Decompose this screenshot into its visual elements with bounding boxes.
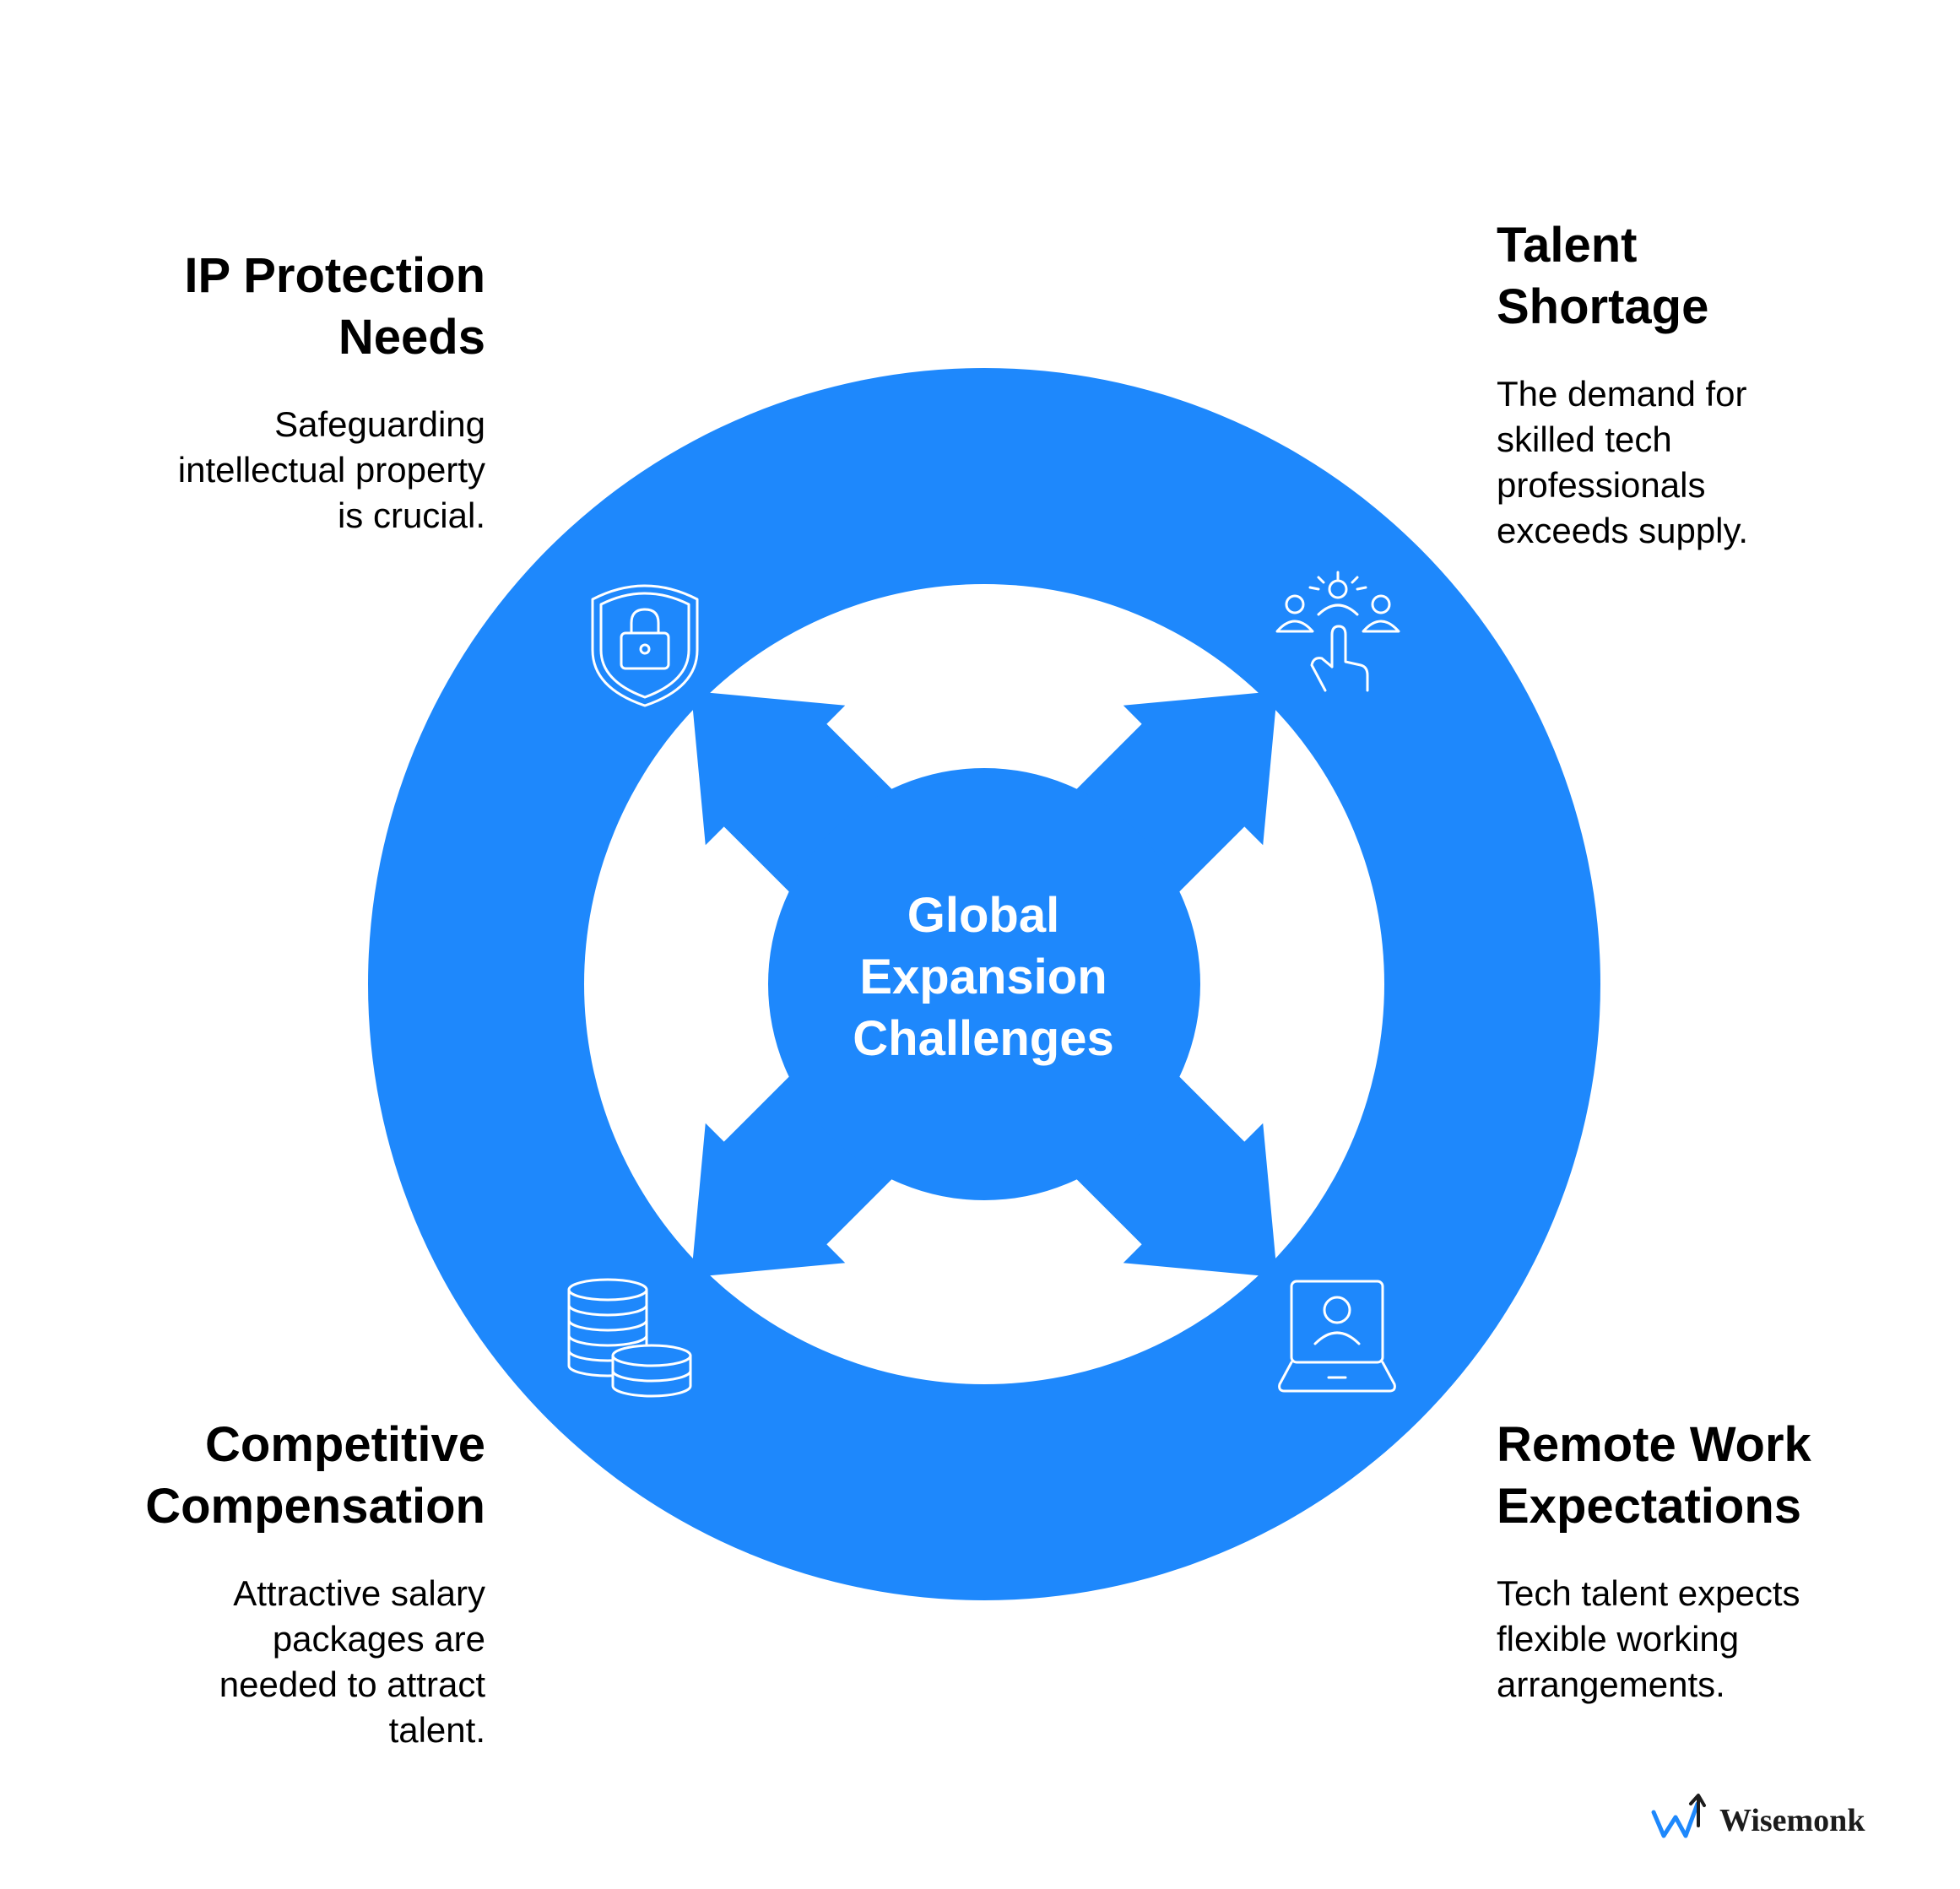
title-line: IP Protection (184, 248, 485, 303)
laptop-user-icon (1278, 1280, 1396, 1393)
description-line: needed to attract (219, 1664, 485, 1704)
description-line: skilled tech (1497, 419, 1672, 459)
shield-lock-icon (591, 584, 699, 707)
description-line: intellectual property (177, 450, 485, 490)
center-title-line: Global (907, 888, 1060, 943)
title-line: Compensation (145, 1479, 485, 1534)
competitive-compensation-block: Competitive Compensation Attractive sala… (89, 1414, 485, 1753)
people-hand-icon (1275, 571, 1400, 692)
description-line: professionals (1497, 465, 1706, 505)
talent-shortage-title: Talent Shortage (1497, 214, 1893, 338)
center-circle (768, 768, 1200, 1200)
description-line: Tech talent expects (1497, 1573, 1800, 1613)
description-line: packages are (272, 1619, 485, 1659)
remote-work-title: Remote Work Expectations (1497, 1414, 1893, 1537)
competitive-compensation-description: Attractive salary packages are needed to… (89, 1571, 485, 1753)
title-line: Expectations (1497, 1479, 1801, 1534)
description-line: Attractive salary (233, 1573, 485, 1613)
title-line: Talent (1497, 218, 1638, 273)
remote-work-block: Remote Work Expectations Tech talent exp… (1497, 1414, 1893, 1708)
title-line: Remote Work (1497, 1417, 1811, 1472)
description-line: flexible working (1497, 1619, 1740, 1659)
ip-protection-description: Safeguarding intellectual property is cr… (89, 402, 485, 539)
remote-work-description: Tech talent expects flexible working arr… (1497, 1571, 1893, 1708)
wisemonk-logo-icon (1651, 1794, 1706, 1838)
center-title: Global Expansion Challenges (772, 885, 1194, 1069)
talent-shortage-block: Talent Shortage The demand for skilled t… (1497, 214, 1893, 554)
title-line: Shortage (1497, 279, 1709, 334)
description-line: Safeguarding (274, 404, 485, 444)
ip-protection-title: IP Protection Needs (89, 245, 485, 368)
talent-shortage-description: The demand for skilled tech professional… (1497, 371, 1893, 554)
description-line: arrangements. (1497, 1664, 1725, 1704)
description-line: talent. (388, 1710, 485, 1750)
coins-stack-icon (567, 1278, 692, 1398)
competitive-compensation-title: Competitive Compensation (89, 1414, 485, 1537)
ip-protection-block: IP Protection Needs Safeguarding intelle… (89, 245, 485, 539)
brand-name: Wisemonk (1719, 1803, 1865, 1838)
title-line: Needs (338, 310, 485, 365)
description-line: is crucial. (337, 495, 485, 535)
center-title-line: Challenges (853, 1011, 1114, 1066)
description-line: exceeds supply. (1497, 511, 1749, 550)
center-title-line: Expansion (859, 950, 1107, 1004)
description-line: The demand for (1497, 374, 1747, 414)
title-line: Competitive (205, 1417, 485, 1472)
